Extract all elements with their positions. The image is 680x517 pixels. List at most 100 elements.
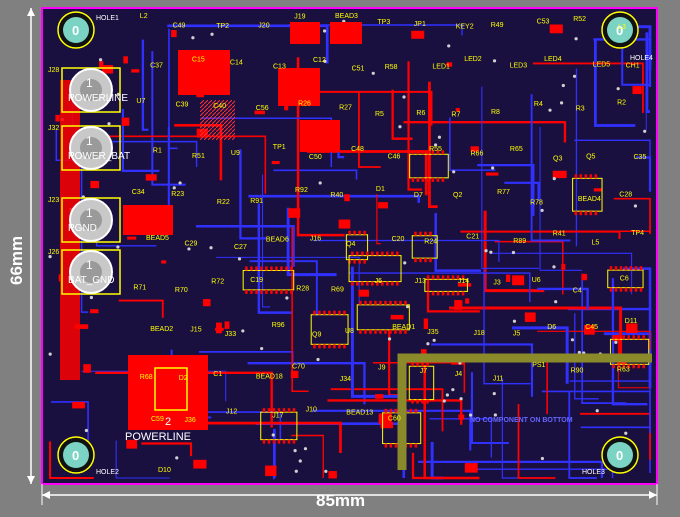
designator-r23: R23 bbox=[171, 191, 184, 198]
designator-led5: LED5 bbox=[593, 61, 611, 68]
designator-r5: R5 bbox=[375, 111, 384, 118]
designator-j20: J20 bbox=[258, 22, 269, 29]
designator-j6: J6 bbox=[375, 278, 383, 285]
designator-ps1: PS1 bbox=[532, 362, 545, 369]
height-dimension-label: 66mm bbox=[7, 236, 26, 285]
designator-c35: C35 bbox=[634, 154, 647, 161]
designator-c49: C49 bbox=[173, 22, 186, 29]
bottom-terminal[interactable]: 2 POWERLINE D10 bbox=[125, 367, 191, 474]
board-outline bbox=[41, 7, 658, 485]
designator-r41: R41 bbox=[553, 230, 566, 237]
terminal-pin: 1 bbox=[86, 258, 93, 272]
mechanical-trace bbox=[397, 353, 652, 470]
designator-led4: LED4 bbox=[544, 56, 562, 63]
designator-c12: C12 bbox=[313, 57, 326, 64]
designator-bead4: BEAD4 bbox=[578, 196, 601, 203]
designator-bead1: BEAD1 bbox=[392, 324, 415, 331]
designator-c14: C14 bbox=[230, 59, 243, 66]
designator-j17: J17 bbox=[272, 412, 283, 419]
designator-c70: C70 bbox=[292, 364, 305, 371]
designator-tp3: TP3 bbox=[377, 19, 390, 26]
designator-bead13: BEAD13 bbox=[346, 410, 373, 417]
designator-c46: C46 bbox=[388, 153, 401, 160]
terminal-pin: 1 bbox=[86, 134, 93, 148]
designator-ch1: CH1 bbox=[626, 62, 640, 69]
designator-r66: R66 bbox=[471, 151, 484, 158]
designator-q5: Q5 bbox=[586, 154, 595, 161]
designator-c45: C45 bbox=[585, 324, 598, 331]
designator-d7: D7 bbox=[414, 192, 423, 199]
designator-c4: C4 bbox=[573, 288, 582, 295]
designator-j36: J36 bbox=[185, 417, 196, 424]
designator-j9: J9 bbox=[378, 365, 386, 372]
designator-q9: Q9 bbox=[312, 331, 321, 338]
designator-l3: L3 bbox=[618, 24, 626, 31]
terminal-ref: J28 bbox=[48, 67, 59, 74]
designator-c50: C50 bbox=[309, 154, 322, 161]
designator-c51: C51 bbox=[352, 66, 365, 73]
terminal-net: POWERLINE bbox=[68, 93, 128, 104]
designator-j35: J35 bbox=[427, 329, 438, 336]
designator-led3: LED3 bbox=[510, 62, 528, 69]
designator-r8: R8 bbox=[491, 109, 500, 116]
designator-j11: J11 bbox=[493, 376, 504, 383]
designator-c29: C29 bbox=[185, 240, 198, 247]
designator-bead6: BEAD6 bbox=[266, 236, 289, 243]
designator-j14: J14 bbox=[458, 278, 469, 285]
designator-led1: LED1 bbox=[432, 63, 450, 70]
designator-d6: D6 bbox=[547, 324, 556, 331]
designator-j3: J3 bbox=[493, 280, 501, 287]
designator-r6: R6 bbox=[416, 110, 425, 117]
hole-label: HOLE1 bbox=[96, 15, 119, 22]
designator-r4: R4 bbox=[534, 101, 543, 108]
designator-j7: J7 bbox=[420, 368, 428, 375]
width-dimension-label: 85mm bbox=[316, 491, 365, 510]
terminal-ref: J26 bbox=[48, 249, 59, 256]
designator-q4: Q4 bbox=[346, 241, 355, 248]
designator-c15: C15 bbox=[192, 57, 205, 64]
designator-c21: C21 bbox=[466, 234, 479, 241]
terminal-blocks: 1POWERLINEJ281POWER_BATJ321PGNDJ231BAT_G… bbox=[48, 67, 130, 295]
designator-c19: C19 bbox=[250, 277, 263, 284]
designator-j16: J16 bbox=[310, 236, 321, 243]
designator-j10: J10 bbox=[306, 406, 317, 413]
designator-c59: C59 bbox=[151, 416, 164, 423]
designator-u7: U7 bbox=[136, 98, 145, 105]
designator-r2: R2 bbox=[617, 99, 626, 106]
terminal-net: BAT_GND bbox=[68, 275, 115, 286]
designator-d2: D2 bbox=[179, 375, 188, 382]
designator-bead2: BEAD2 bbox=[150, 326, 173, 333]
designator-c53: C53 bbox=[537, 19, 550, 26]
designator-c37: C37 bbox=[150, 62, 163, 69]
designator-l5: L5 bbox=[592, 239, 600, 246]
designator-r28: R28 bbox=[296, 286, 309, 293]
designator-r77: R77 bbox=[497, 189, 510, 196]
designator-r78: R78 bbox=[530, 200, 543, 207]
hole-label: HOLE3 bbox=[582, 469, 605, 476]
hole-pad-label: 0 bbox=[616, 448, 623, 463]
designator-r7: R7 bbox=[451, 112, 460, 119]
terminal-ref: J32 bbox=[48, 125, 59, 132]
designator-q2: Q2 bbox=[453, 192, 462, 199]
designator-j13: J13 bbox=[415, 278, 426, 285]
designator-j4: J4 bbox=[455, 371, 463, 378]
designator-j15: J15 bbox=[190, 327, 201, 334]
terminal-pin: 1 bbox=[86, 206, 93, 220]
designator-q3: Q3 bbox=[553, 155, 562, 162]
designator-r55: R55 bbox=[429, 146, 442, 153]
designator-c20: C20 bbox=[392, 236, 405, 243]
designator-c39: C39 bbox=[176, 102, 189, 109]
designator-j5: J5 bbox=[513, 331, 521, 338]
designator-j33: J33 bbox=[225, 331, 236, 338]
designator-r69: R69 bbox=[331, 286, 344, 293]
